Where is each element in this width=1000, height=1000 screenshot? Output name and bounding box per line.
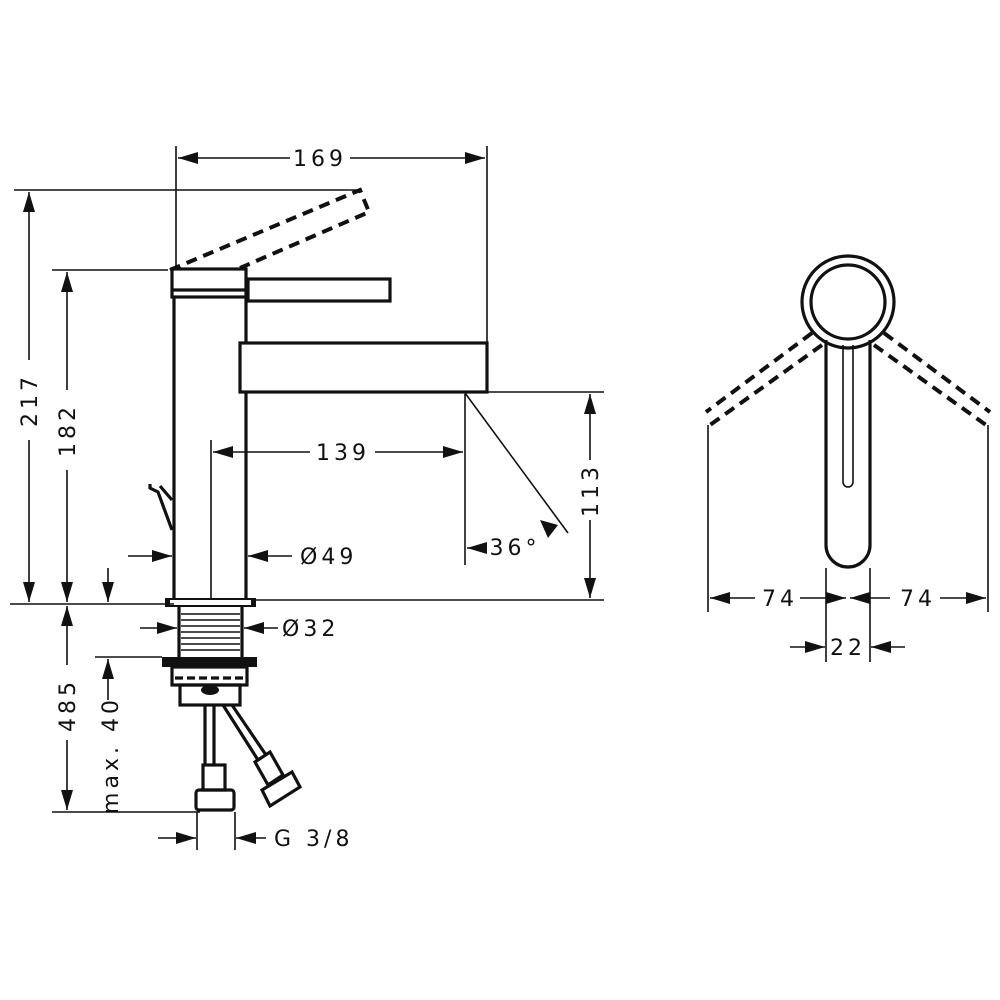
dim-label-d32: Ø32 — [282, 617, 339, 642]
dim-label-74-left: 74 — [762, 587, 798, 612]
lever-raised-outline — [169, 187, 372, 272]
dimension-22: 22 — [790, 636, 905, 661]
dimension-angle: 36° — [464, 392, 569, 561]
dimension-d32: Ø32 — [140, 617, 339, 642]
dimension-217: 217 — [10, 189, 360, 605]
dim-label-angle: 36° — [490, 536, 541, 561]
dim-label-139: 139 — [316, 441, 370, 466]
dimension-74-left: 74 — [707, 425, 846, 662]
dimension-485: 485 — [52, 606, 200, 813]
dim-label-113: 113 — [579, 463, 604, 517]
faucet-cap — [170, 267, 248, 299]
dim-label-g38: G 3/8 — [274, 827, 353, 852]
dim-label-485: 485 — [56, 678, 81, 732]
dim-label-max40: max. 40 — [99, 696, 124, 814]
supply-hoses — [194, 704, 303, 812]
dim-label-d49: Ø49 — [300, 545, 357, 570]
spout — [238, 341, 489, 394]
lever-handle — [246, 277, 392, 303]
dimension-182: 182 — [52, 269, 168, 602]
dimension-d49: Ø49 — [128, 545, 357, 570]
body-top-outline — [800, 254, 896, 350]
nut-block — [170, 665, 249, 687]
side-view: 169 217 182 139 — [10, 146, 604, 852]
dimension-169: 169 — [175, 146, 488, 343]
dim-label-182: 182 — [56, 403, 81, 457]
dim-label-217: 217 — [18, 373, 43, 427]
dimension-74-right: 74 — [850, 425, 989, 662]
lever-swing-outlines — [704, 331, 992, 427]
mounting-nut — [162, 657, 257, 667]
dim-label-22: 22 — [830, 636, 866, 661]
dim-label-169: 169 — [293, 147, 347, 172]
dimension-139: 139 — [210, 394, 466, 598]
top-view: 74 74 22 — [704, 254, 992, 662]
popup-rod — [148, 484, 174, 531]
dimension-max40: max. 40 — [95, 568, 162, 814]
lever-top-view — [824, 340, 872, 569]
dimension-113: 113 — [256, 391, 604, 601]
dim-label-74-right: 74 — [900, 587, 936, 612]
dimension-g38: G 3/8 — [158, 812, 353, 852]
threaded-shank — [177, 607, 244, 657]
faucet-body — [172, 297, 248, 598]
